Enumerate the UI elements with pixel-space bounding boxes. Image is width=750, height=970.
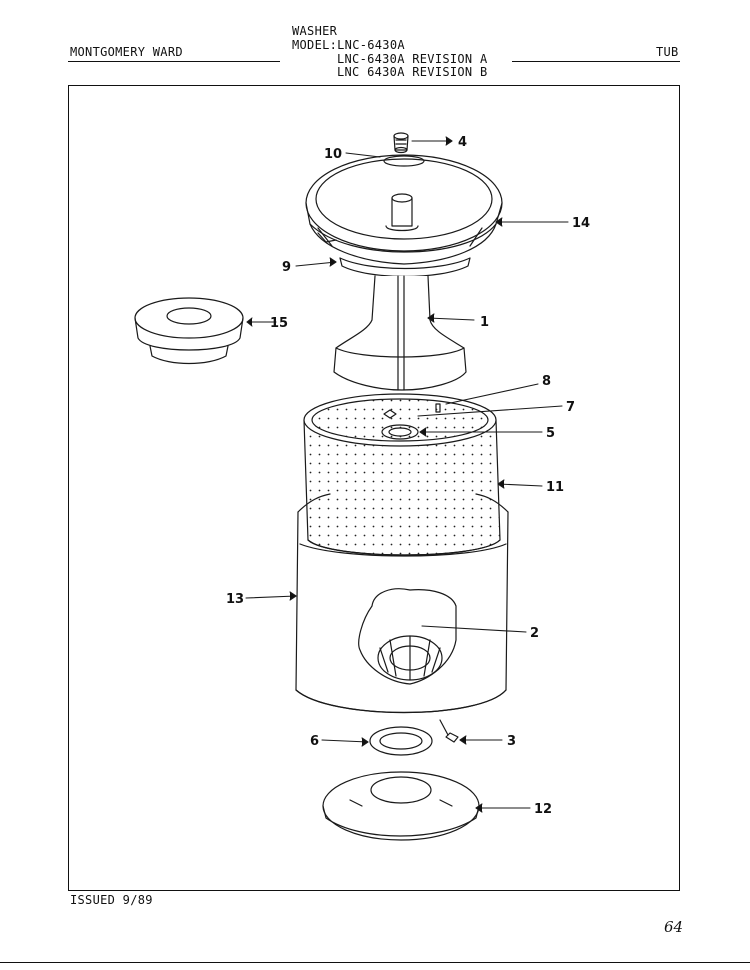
model-revision-a: LNC-6430A REVISION A bbox=[337, 52, 488, 66]
leader-lines bbox=[245, 136, 569, 813]
callout-15: 15 bbox=[270, 316, 288, 331]
part-6-gasket bbox=[369, 726, 433, 756]
part-8-screw bbox=[435, 403, 441, 413]
part-1-hub bbox=[333, 275, 467, 391]
section-title: TUB bbox=[656, 45, 679, 59]
footer-rule bbox=[0, 962, 750, 963]
callout-14: 14 bbox=[572, 216, 590, 231]
callout-6: 6 bbox=[310, 734, 319, 749]
part-14-tub-ring bbox=[305, 154, 503, 265]
part-9-snubber bbox=[339, 257, 471, 278]
part-7-nut bbox=[383, 409, 397, 419]
callout-3: 3 bbox=[507, 734, 516, 749]
callout-1: 1 bbox=[480, 315, 489, 330]
callout-2: 2 bbox=[530, 626, 539, 641]
callout-12: 12 bbox=[534, 802, 552, 817]
part-13-outer-tub bbox=[295, 493, 509, 714]
header-rule-right bbox=[512, 61, 680, 62]
part-4-cap bbox=[393, 132, 409, 154]
brand-name: MONTGOMERY WARD bbox=[70, 45, 183, 59]
header-rule-left bbox=[68, 61, 280, 62]
callout-10: 10 bbox=[324, 147, 342, 162]
product-title: WASHER bbox=[292, 24, 338, 38]
part-15-cup bbox=[134, 297, 244, 365]
model-number: MODEL:LNC-6430A bbox=[292, 38, 405, 52]
shaft-top bbox=[385, 193, 419, 232]
callout-7: 7 bbox=[566, 400, 575, 415]
part-3-bolt bbox=[439, 719, 459, 743]
part-5-clamp bbox=[381, 424, 419, 440]
callout-5: 5 bbox=[546, 426, 555, 441]
part-12-base bbox=[322, 771, 480, 841]
callout-11: 11 bbox=[546, 480, 564, 495]
callout-9: 9 bbox=[282, 260, 291, 275]
part-2-drive bbox=[358, 588, 457, 685]
part-11-basket bbox=[303, 393, 501, 556]
page-mark: 64 bbox=[664, 918, 684, 936]
model-revision-b: LNC 6430A REVISION B bbox=[337, 65, 488, 79]
issued-date: ISSUED 9/89 bbox=[70, 893, 153, 907]
callout-8: 8 bbox=[542, 374, 551, 389]
callout-13: 13 bbox=[226, 592, 244, 607]
drawing-frame bbox=[68, 85, 680, 891]
callout-4: 4 bbox=[458, 135, 467, 150]
